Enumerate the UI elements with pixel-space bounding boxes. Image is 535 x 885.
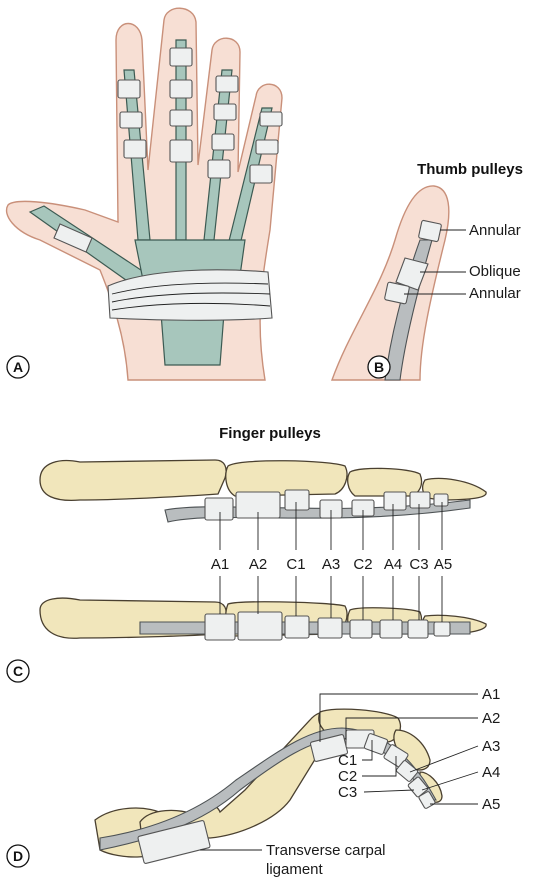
flexed-label-c2: C2 xyxy=(338,768,357,785)
panel-a-marker xyxy=(6,355,30,379)
finger-label-leaders xyxy=(219,502,443,622)
panel-a-label: A xyxy=(13,359,23,375)
panel-c-label: C xyxy=(13,663,23,679)
panel-c-marker xyxy=(6,659,30,683)
finger-label-c1: C1 xyxy=(286,556,305,573)
hand-illustration xyxy=(5,7,283,381)
thumb-annular-proximal xyxy=(384,281,410,305)
finger-label-a1: A1 xyxy=(211,556,229,573)
flexed-label-a2: A2 xyxy=(482,710,500,727)
flexed-label-leaders xyxy=(200,693,479,851)
thumb-pulleys-title: Thumb pulleys xyxy=(417,161,523,178)
finger-pulleys-title: Finger pulleys xyxy=(219,425,321,442)
finger-label-a4: A4 xyxy=(384,556,402,573)
thumb-label-annular-proximal: Annular xyxy=(469,285,521,302)
thumb-oblique xyxy=(395,257,429,291)
thumb-annular-distal xyxy=(418,219,442,243)
panel-d-marker xyxy=(6,844,30,868)
finger-lateral-view xyxy=(39,459,487,523)
thumb-label-annular-distal: Annular xyxy=(469,222,521,239)
finger-label-a3: A3 xyxy=(322,556,340,573)
finger-label-a5: A5 xyxy=(434,556,452,573)
finger-label-a2: A2 xyxy=(249,556,267,573)
carpal-ligament xyxy=(107,269,273,321)
finger-label-c3: C3 xyxy=(409,556,428,573)
panel-b-marker xyxy=(367,355,391,379)
ligament-label-line2: ligament xyxy=(266,861,324,878)
flexed-finger-illustration xyxy=(94,708,443,864)
flexed-label-a1: A1 xyxy=(482,686,500,703)
flexed-label-a4: A4 xyxy=(482,764,500,781)
flexed-label-a3: A3 xyxy=(482,738,500,755)
flexed-label-a5: A5 xyxy=(482,796,500,813)
finger-label-c2: C2 xyxy=(353,556,372,573)
thumb-label-oblique: Oblique xyxy=(469,263,521,280)
ligament-label-line1: Transverse carpal xyxy=(266,842,386,859)
panel-b-label: B xyxy=(374,359,384,375)
ligament-fibers xyxy=(111,282,271,311)
flexed-label-c1: C1 xyxy=(338,752,357,769)
thumb-illustration xyxy=(331,185,450,381)
flexed-label-c3: C3 xyxy=(338,784,357,801)
panel-d-label: D xyxy=(13,848,23,864)
finger-pulley-bands xyxy=(53,47,283,253)
finger-palmar-view xyxy=(39,597,487,641)
